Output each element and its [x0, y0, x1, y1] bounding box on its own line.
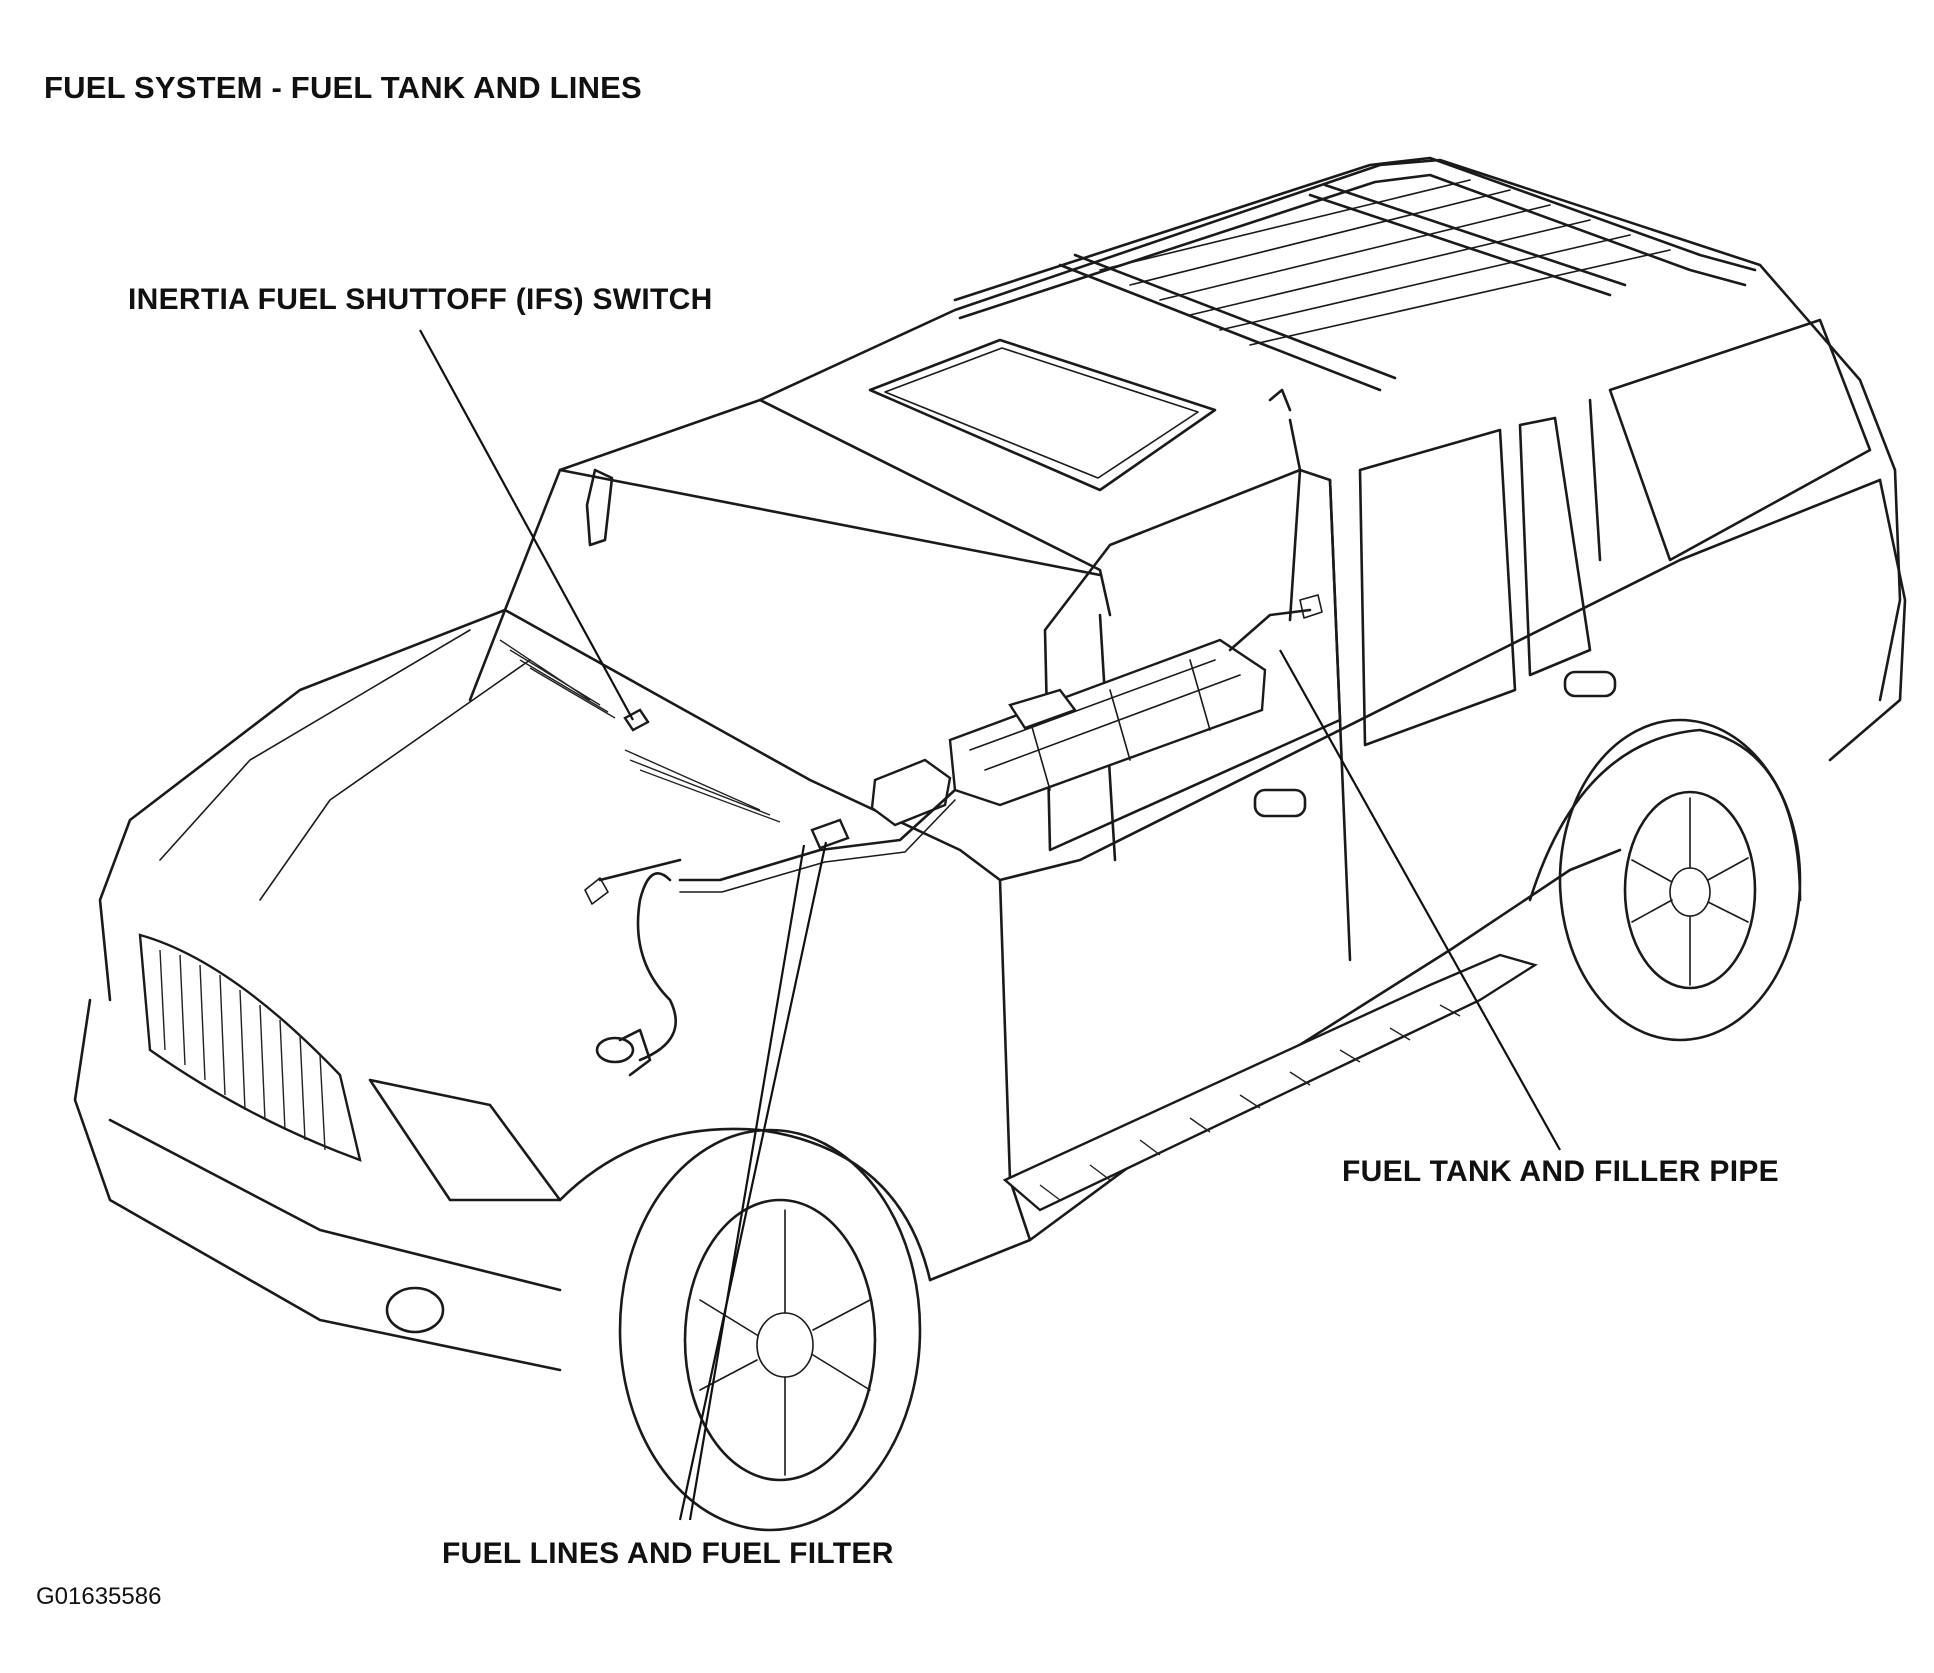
vehicle-body: [75, 160, 1905, 1530]
fuel-lines-label: FUEL LINES AND FUEL FILTER: [442, 1537, 894, 1570]
diagram-title: FUEL SYSTEM - FUEL TANK AND LINES: [44, 70, 642, 105]
fuel-system-components: [585, 390, 1322, 1075]
fuel-tank-label: FUEL TANK AND FILLER PIPE: [1342, 1155, 1779, 1188]
callout-leader-lines: [420, 330, 1560, 1520]
ifs-switch-label: INERTIA FUEL SHUTTOFF (IFS) SWITCH: [128, 283, 713, 316]
roof-rack: [955, 158, 1755, 390]
figure-id: G01635586: [36, 1583, 162, 1610]
